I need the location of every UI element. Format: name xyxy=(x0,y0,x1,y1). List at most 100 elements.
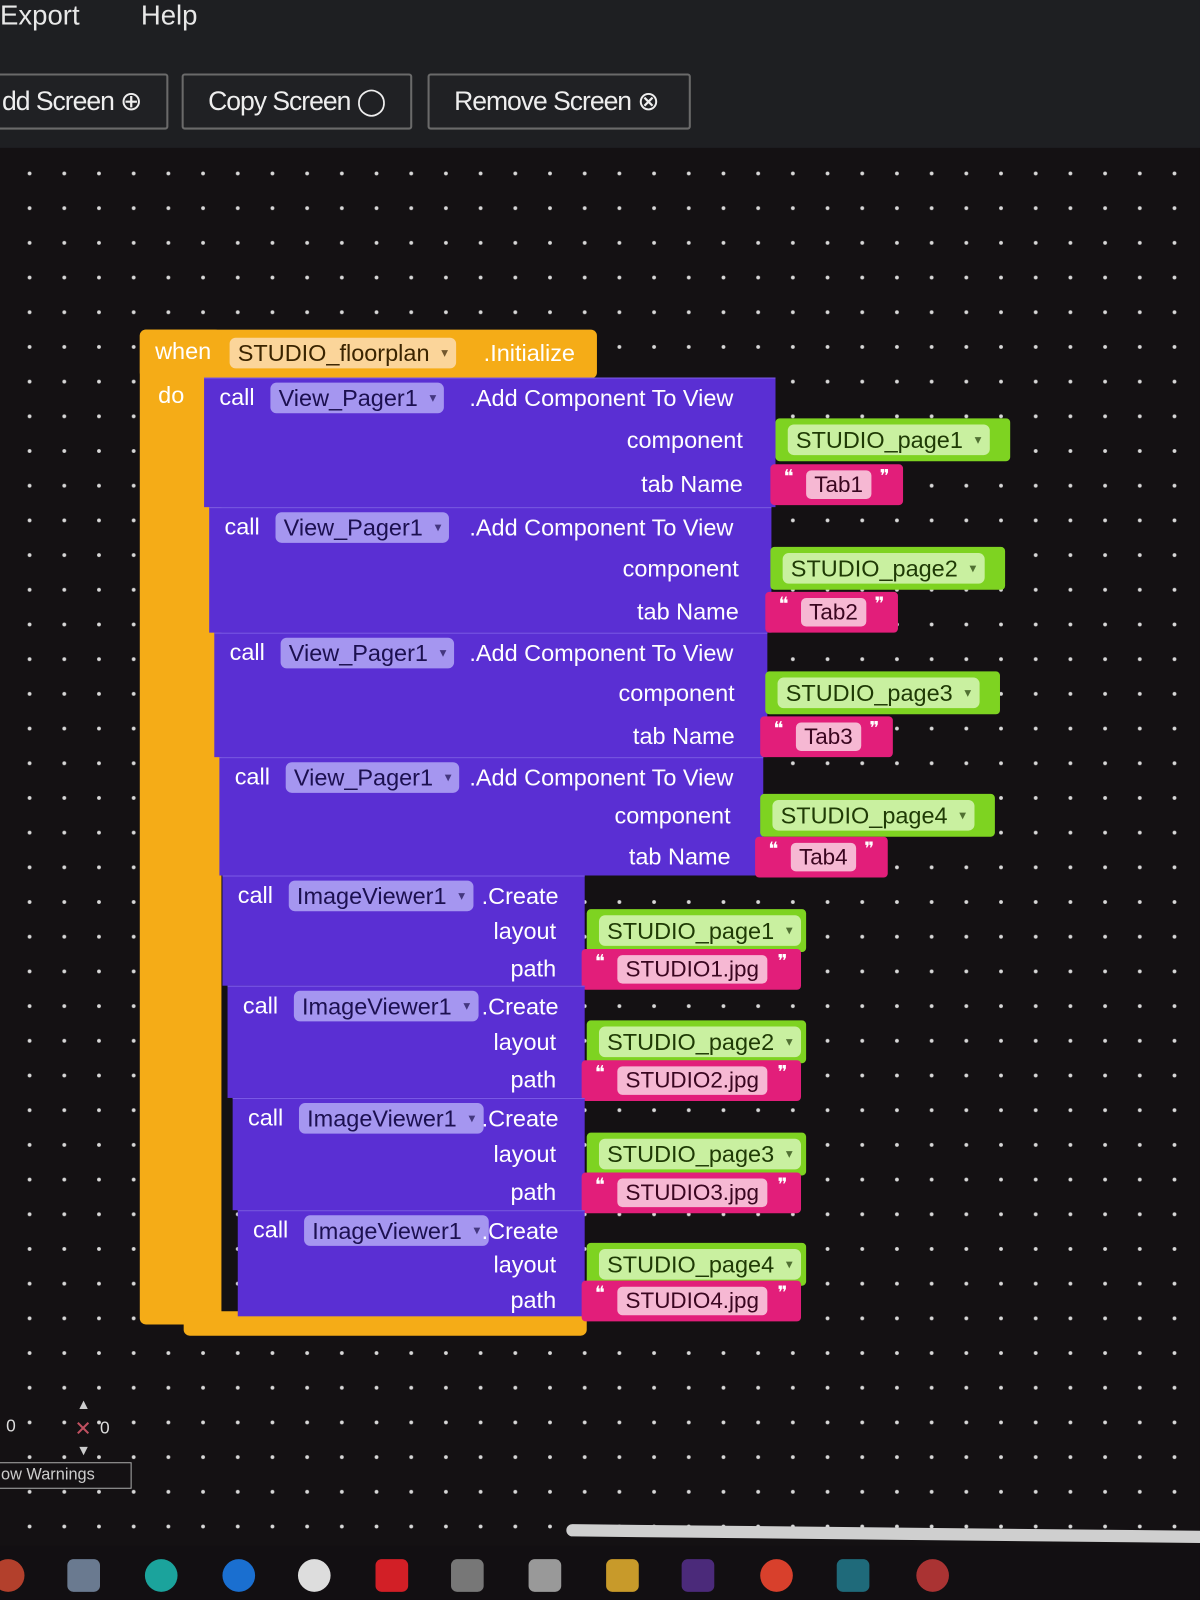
menu-export[interactable]: Export xyxy=(0,0,80,31)
quote-icon: ❝ xyxy=(594,950,605,972)
file-explorer-icon[interactable] xyxy=(606,1559,639,1592)
nzxt-icon[interactable] xyxy=(681,1559,715,1592)
component-value-dropdown[interactable]: STUDIO_page1 xyxy=(598,915,801,946)
quote-icon: ❞ xyxy=(864,838,875,859)
do-label: do xyxy=(158,381,185,409)
component-dropdown[interactable]: View_Pager1 xyxy=(270,382,445,414)
param-label: path xyxy=(510,1286,557,1314)
paint-icon[interactable] xyxy=(451,1559,484,1592)
component-value-dropdown[interactable]: STUDIO_page1 xyxy=(787,424,990,456)
component-dropdown[interactable]: ImageViewer1 xyxy=(304,1215,489,1246)
method-name: .Create xyxy=(481,882,559,910)
param-label: component xyxy=(614,802,731,829)
taskbar xyxy=(0,1545,1200,1600)
call-label: call xyxy=(234,763,270,790)
teamviewer-icon[interactable] xyxy=(297,1559,331,1592)
quote-icon: ❝ xyxy=(768,838,779,859)
param-label: layout xyxy=(493,1250,557,1278)
component-value-dropdown[interactable]: STUDIO_page2 xyxy=(598,1026,801,1057)
menu-bar: Export Help dd Screen ⊕ Copy Screen ◯ Re… xyxy=(0,0,1200,148)
menu-help[interactable]: Help xyxy=(140,0,198,31)
copy-screen-button[interactable]: Copy Screen ◯ xyxy=(181,73,413,130)
component-value-dropdown[interactable]: STUDIO_page3 xyxy=(598,1138,801,1170)
warning-count: 0 xyxy=(6,1416,16,1436)
quote-icon: ❝ xyxy=(594,1174,605,1196)
param-label: tab Name xyxy=(637,597,739,625)
text-value[interactable]: STUDIO2.jpg xyxy=(617,1066,768,1096)
text-value[interactable]: STUDIO1.jpg xyxy=(617,954,768,984)
component-dropdown[interactable]: ImageViewer1 xyxy=(288,880,474,912)
param-label: path xyxy=(510,954,557,982)
show-warnings-button[interactable]: ow Warnings xyxy=(0,1462,132,1489)
component-dropdown[interactable]: ImageViewer1 xyxy=(298,1103,484,1134)
method-name: .Add Component To View xyxy=(469,384,734,412)
text-value[interactable]: Tab2 xyxy=(801,597,867,627)
error-icon: ✕ xyxy=(74,1418,92,1441)
store-icon[interactable] xyxy=(67,1559,100,1592)
chrome-icon[interactable] xyxy=(916,1559,949,1592)
param-label: tab Name xyxy=(632,722,735,749)
text-value[interactable]: Tab3 xyxy=(795,722,861,751)
component-dropdown[interactable]: View_Pager1 xyxy=(275,512,450,543)
quote-icon: ❝ xyxy=(778,593,789,614)
app-icon[interactable] xyxy=(836,1559,870,1592)
edge-icon[interactable] xyxy=(144,1559,178,1592)
quote-icon: ❞ xyxy=(777,950,788,972)
param-label: path xyxy=(510,1178,557,1206)
method-name: .Add Component To View xyxy=(469,639,734,667)
quote-icon: ❝ xyxy=(594,1062,605,1083)
call-label: call xyxy=(242,991,279,1019)
quote-icon: ❝ xyxy=(594,1282,605,1303)
method-name: .Create xyxy=(481,1105,559,1132)
call-label: call xyxy=(229,638,265,666)
component-dropdown[interactable]: ImageViewer1 xyxy=(293,990,479,1022)
component-value-dropdown[interactable]: STUDIO_page4 xyxy=(598,1248,801,1280)
call-label: call xyxy=(219,383,255,411)
quote-icon: ❞ xyxy=(869,718,880,739)
quote-icon: ❝ xyxy=(783,466,794,488)
param-label: layout xyxy=(493,1140,557,1168)
param-label: component xyxy=(622,554,739,582)
text-value[interactable]: STUDIO3.jpg xyxy=(617,1178,768,1208)
component-value-dropdown[interactable]: STUDIO_page4 xyxy=(772,800,975,831)
screen-dropdown[interactable]: STUDIO_floorplan xyxy=(229,337,457,369)
quote-icon: ❞ xyxy=(777,1282,788,1303)
component-dropdown[interactable]: View_Pager1 xyxy=(285,762,460,793)
component-value-dropdown[interactable]: STUDIO_page3 xyxy=(777,677,980,709)
param-label: component xyxy=(618,679,735,707)
param-label: component xyxy=(626,426,743,454)
event-name: .Initialize xyxy=(483,339,575,367)
quote-icon: ❞ xyxy=(879,466,890,488)
next-arrow-icon[interactable]: ▼ xyxy=(76,1441,91,1459)
when-label: when xyxy=(155,337,212,365)
quote-icon: ❞ xyxy=(874,593,885,614)
text-value[interactable]: Tab1 xyxy=(806,470,872,500)
param-label: tab Name xyxy=(641,470,743,498)
param-label: tab Name xyxy=(628,842,731,869)
chrome-icon[interactable] xyxy=(760,1559,793,1592)
error-count: 0 xyxy=(99,1418,110,1438)
text-value[interactable]: STUDIO4.jpg xyxy=(617,1286,768,1316)
add-screen-button[interactable]: dd Screen ⊕ xyxy=(0,73,169,130)
call-label: call xyxy=(237,881,273,909)
remove-screen-button[interactable]: Remove Screen ⊗ xyxy=(427,73,691,130)
acrobat-icon[interactable] xyxy=(375,1559,409,1592)
param-label: layout xyxy=(493,1028,557,1055)
quote-icon: ❞ xyxy=(777,1062,788,1083)
method-name: .Create xyxy=(481,992,559,1020)
method-name: .Add Component To View xyxy=(469,764,734,791)
component-dropdown[interactable]: View_Pager1 xyxy=(280,637,455,669)
outlook-icon[interactable] xyxy=(222,1559,256,1592)
method-name: .Add Component To View xyxy=(469,514,734,541)
previous-arrow-icon[interactable]: ▲ xyxy=(76,1395,91,1413)
call-label: call xyxy=(253,1216,289,1243)
text-value[interactable]: Tab4 xyxy=(790,842,856,871)
component-value-dropdown[interactable]: STUDIO_page2 xyxy=(782,552,985,584)
param-label: path xyxy=(510,1066,557,1094)
quote-icon: ❝ xyxy=(773,718,784,739)
app-icon[interactable] xyxy=(528,1559,562,1592)
call-label: call xyxy=(224,513,260,540)
quote-icon: ❞ xyxy=(777,1174,788,1196)
param-label: layout xyxy=(493,917,557,944)
